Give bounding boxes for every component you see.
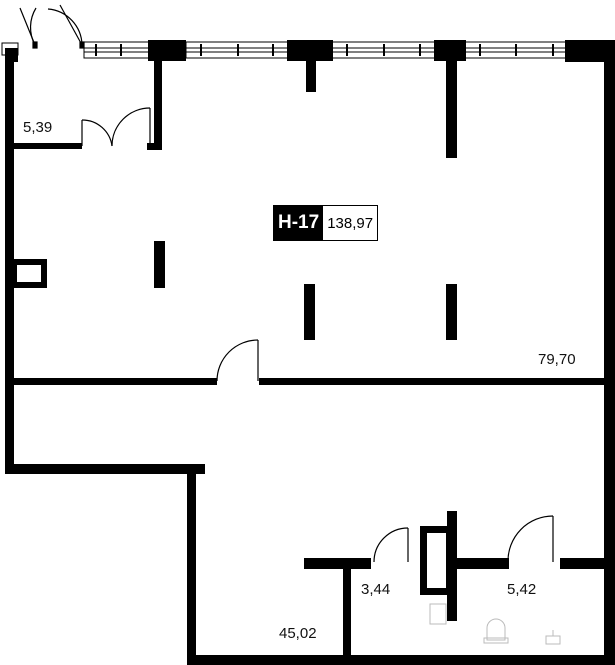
- doors: [19, 4, 554, 563]
- unit-badge: Н-17 138,97: [273, 205, 379, 241]
- shafts: [11, 259, 453, 595]
- fixtures: [429, 603, 561, 645]
- window-strip: [1, 41, 568, 59]
- window-ticks: [95, 44, 554, 56]
- room-area-bathroom-left: 3,44: [361, 581, 391, 598]
- unit-total-area: 138,97: [323, 206, 378, 240]
- room-area-vestibule: 5,39: [23, 119, 53, 136]
- walls: [5, 40, 615, 665]
- room-area-main-hall: 79,70: [538, 351, 576, 368]
- room-area-back-room: 45,02: [279, 625, 317, 642]
- unit-code: Н-17: [274, 206, 324, 240]
- room-area-bathroom-right: 5,42: [507, 581, 537, 598]
